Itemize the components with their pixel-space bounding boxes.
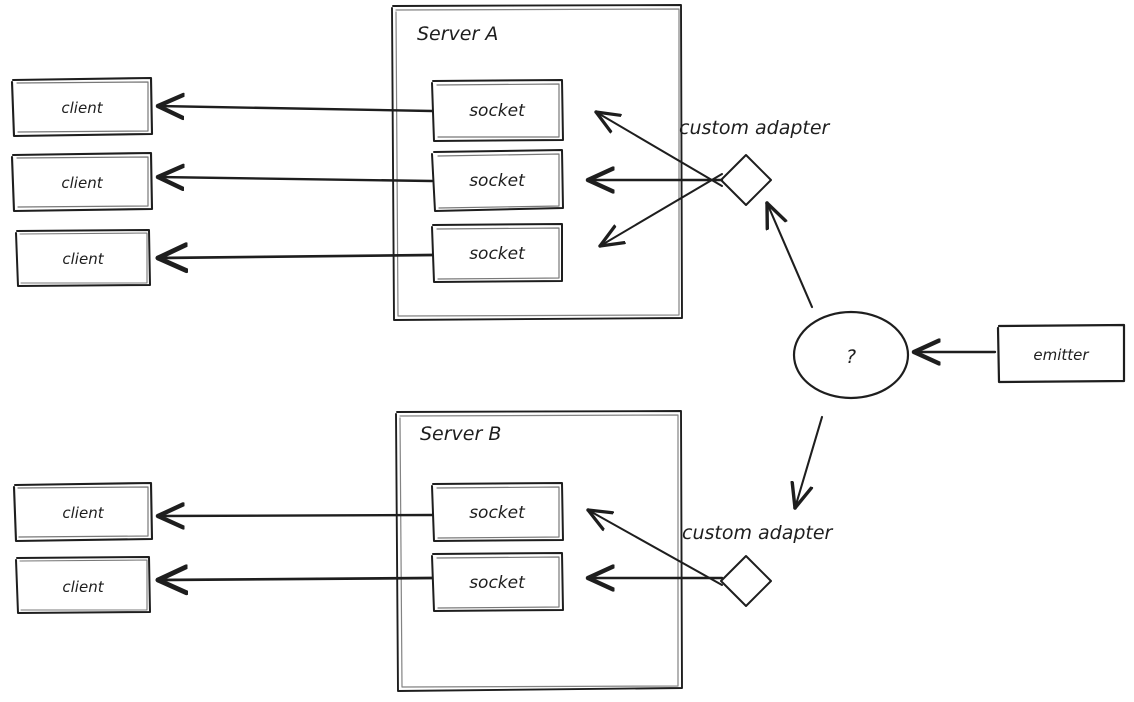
socket-box-a1[interactable]: socket	[431, 79, 564, 142]
arrow-adapter-a-to-socket-a3	[600, 173, 723, 246]
adapter-a-label: custom adapter	[679, 117, 831, 139]
adapter-b-group: custom adapter	[588, 510, 834, 607]
client-3-label: client	[62, 250, 104, 268]
broker-group[interactable]: ?	[792, 310, 910, 400]
adapter-b-fanout-arrows	[588, 510, 724, 586]
arrow-socket-a2-to-client-2	[158, 177, 434, 181]
emitter-label: emitter	[1033, 346, 1089, 364]
broker-label: ?	[846, 346, 856, 368]
arrow-adapter-b-to-socket-b1	[588, 510, 723, 586]
adapter-b-diamond[interactable]	[720, 555, 772, 607]
socket-box-a3[interactable]: socket	[431, 223, 563, 283]
adapter-a-diamond[interactable]	[720, 154, 772, 206]
client-4-label: client	[62, 504, 104, 522]
arrow-socket-b1-to-client-4	[158, 515, 434, 516]
arrow-socket-b2-to-client-5	[158, 578, 434, 580]
socket-box-a2[interactable]: socket	[431, 149, 564, 212]
client-2-label: client	[61, 174, 103, 192]
socket-a1-label: socket	[469, 101, 526, 121]
arrow-broker-to-adapter-a	[767, 203, 814, 309]
server-b-container	[395, 410, 683, 692]
server-b-group: Server B socket socket	[395, 410, 683, 692]
adapter-b-label: custom adapter	[682, 522, 834, 544]
arrow-adapter-a-to-socket-a1	[596, 112, 723, 187]
client-1-label: client	[61, 99, 103, 117]
adapter-a-group: custom adapter	[588, 112, 831, 246]
socket-to-client-arrows	[158, 106, 434, 580]
server-b-label: Server B	[420, 423, 501, 445]
server-a-container	[391, 4, 683, 321]
socket-b2-label: socket	[469, 573, 526, 593]
client-box-5[interactable]: client	[15, 556, 151, 614]
arrow-broker-to-adapter-b	[795, 415, 824, 508]
arrow-socket-a1-to-client-1	[158, 106, 434, 111]
socket-box-b1[interactable]: socket	[431, 482, 564, 542]
adapter-a-fanout-arrows	[588, 112, 724, 246]
client-box-4[interactable]: client	[12, 481, 154, 543]
broker-ellipse	[792, 310, 910, 400]
client-5-label: client	[62, 578, 104, 596]
emitter-box[interactable]: emitter	[996, 323, 1126, 384]
client-box-2[interactable]: client	[10, 151, 154, 213]
server-a-label: Server A	[417, 23, 498, 45]
client-box-1[interactable]: client	[10, 76, 154, 138]
socket-box-b2[interactable]: socket	[431, 552, 564, 612]
socket-a2-label: socket	[469, 171, 526, 191]
socket-a3-label: socket	[469, 244, 526, 264]
server-a-group: Server A socket socket socket	[391, 4, 683, 321]
socket-b1-label: socket	[469, 503, 526, 523]
client-box-3[interactable]: client	[15, 229, 151, 287]
arrow-socket-a3-to-client-3	[158, 255, 434, 258]
